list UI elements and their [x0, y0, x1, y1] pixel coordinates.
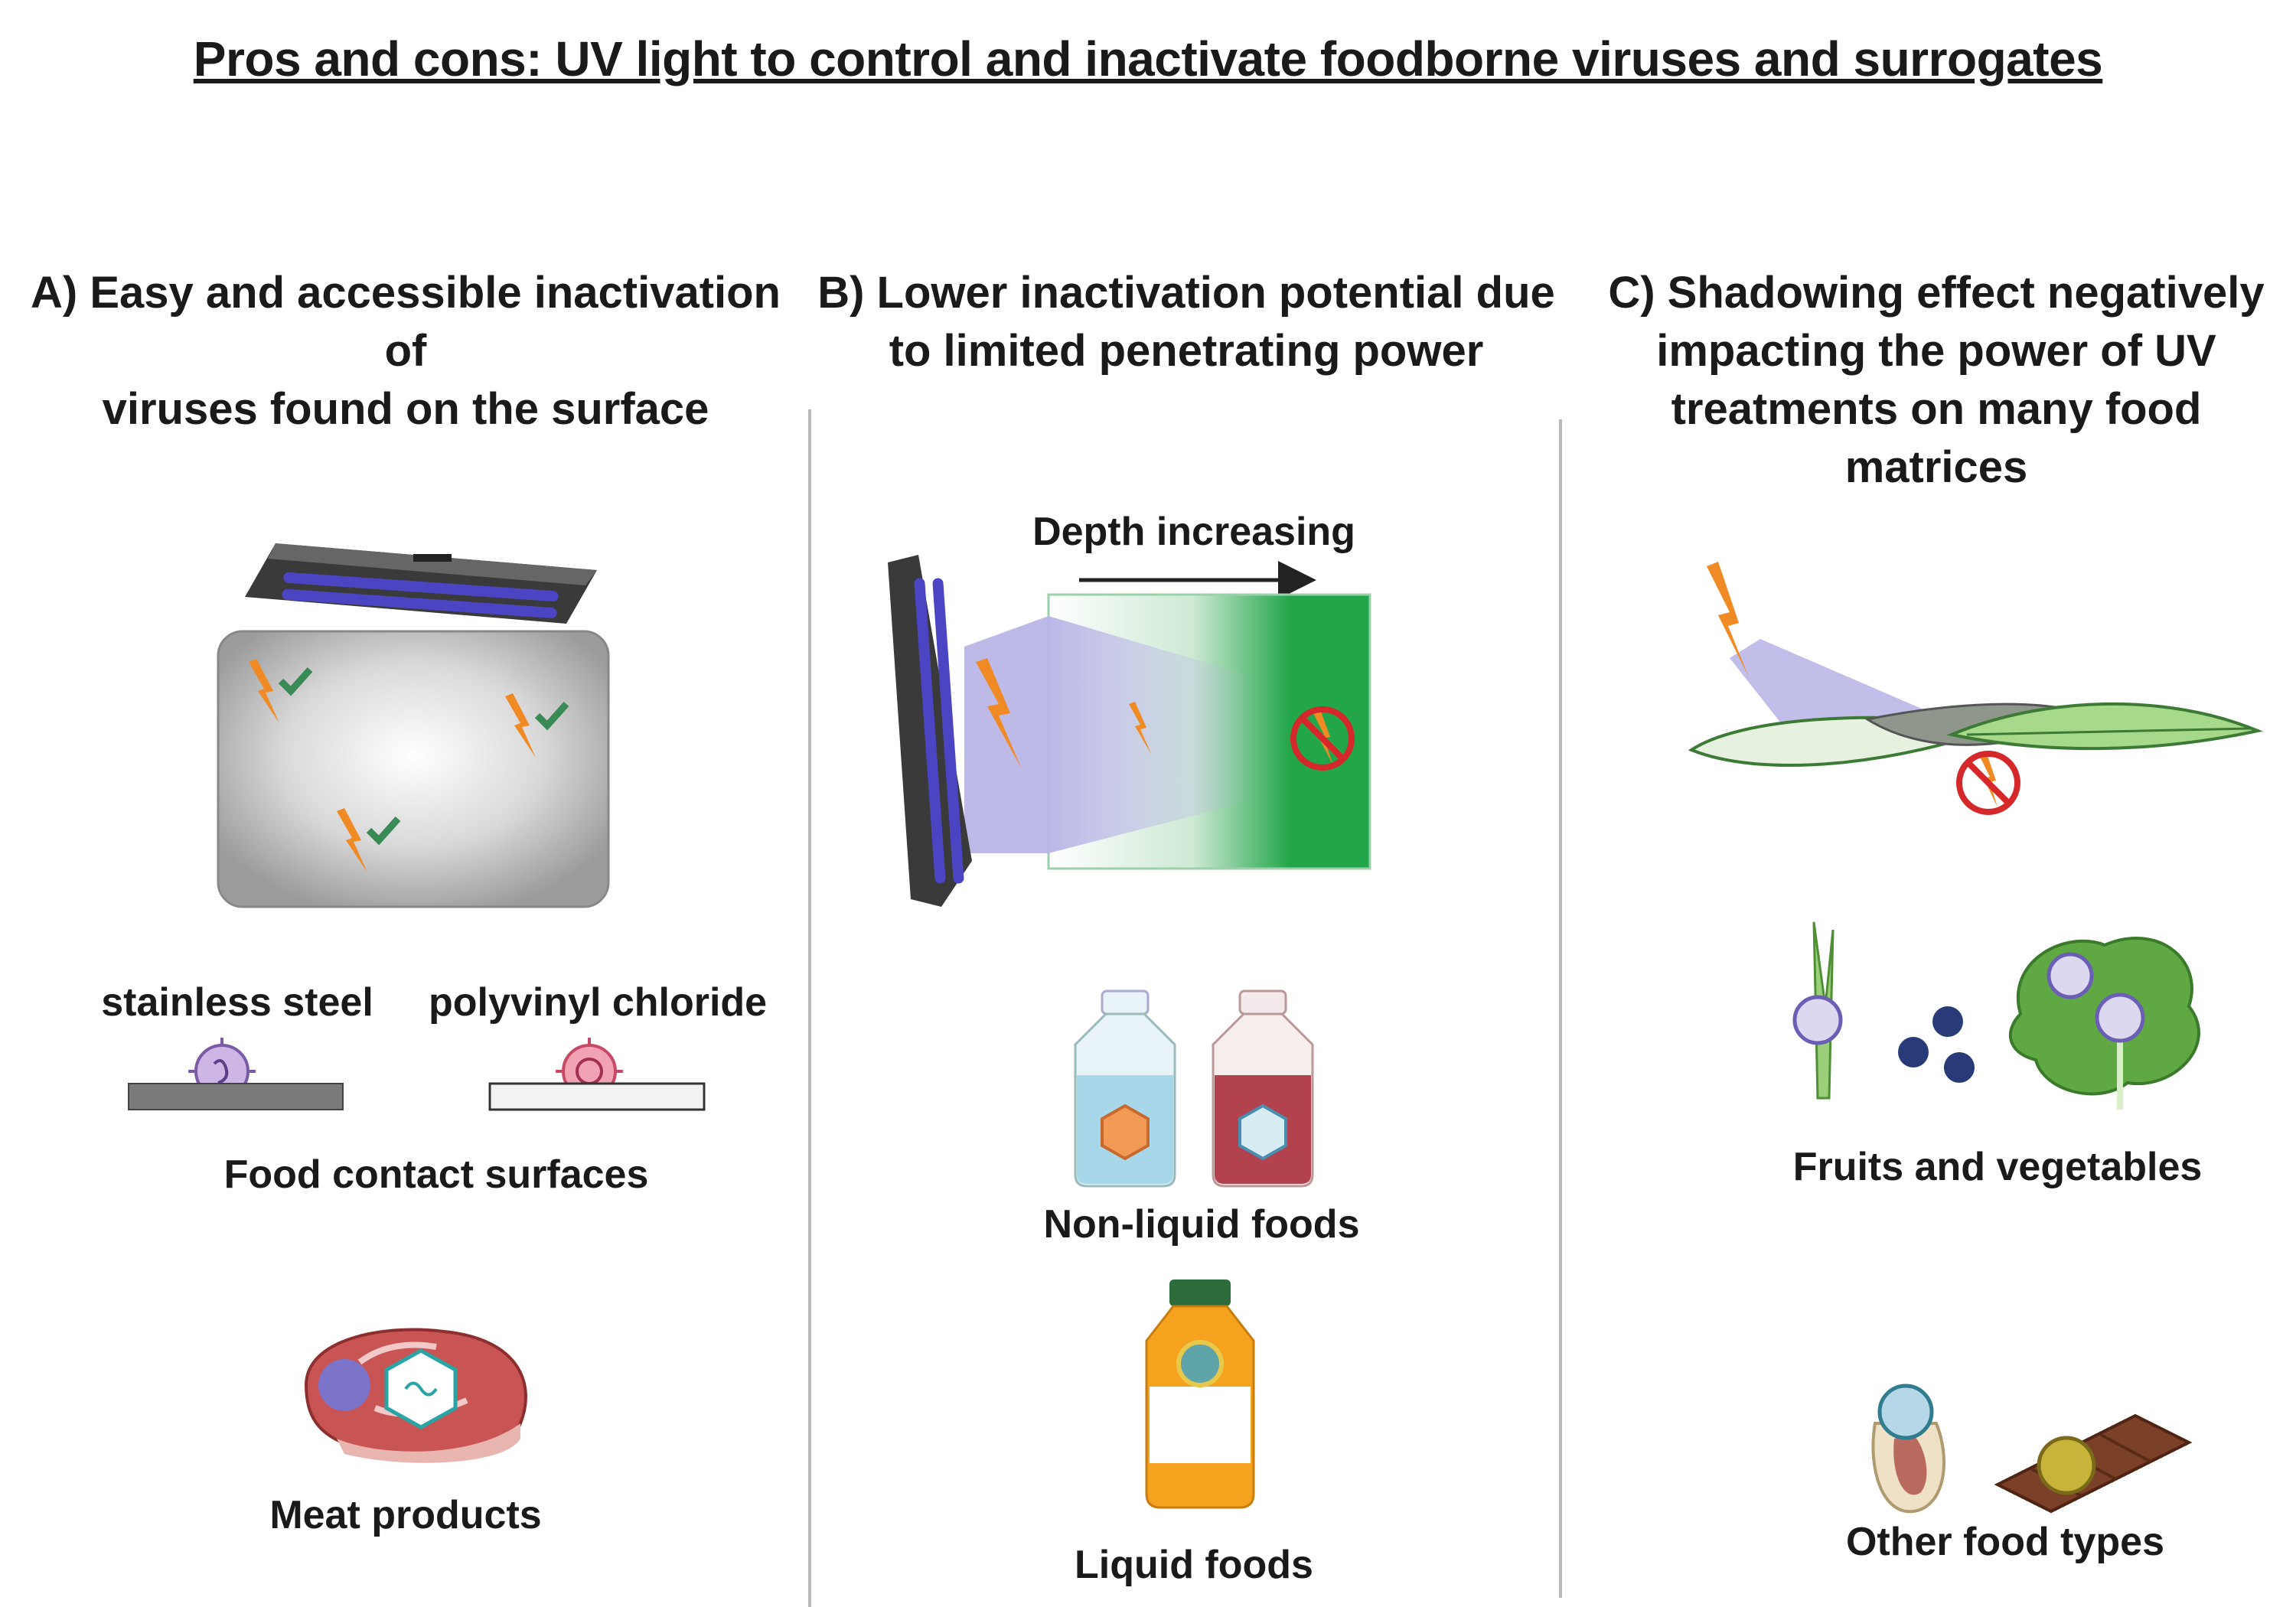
blueberry [1944, 1052, 1975, 1083]
stainless-steel-label: stainless steel [101, 980, 373, 1025]
shadowing-illustration [1688, 562, 2263, 815]
penetration-depth-illustration [888, 555, 1371, 907]
divider-right [1559, 419, 1562, 1598]
non-liquid-foods-label: Non-liquid foods [1043, 1202, 1360, 1247]
panel-c-heading-line4: matrices [1844, 442, 2028, 492]
virus-icon [318, 1359, 370, 1411]
uv-bolt-check-icon [337, 808, 401, 872]
uv-bolt-icon [1129, 702, 1152, 755]
fruits-and-vegetables-label: Fruits and vegetables [1792, 1145, 2203, 1189]
panel-c-heading-line3: treatments on many food [1671, 384, 2202, 434]
uv-beam [1730, 639, 1929, 731]
uv-lamp-icon [888, 555, 972, 907]
divider-left [808, 409, 811, 1607]
uv-bolt-icon [1707, 562, 1749, 677]
blueberry [1932, 1006, 1963, 1037]
liquid-foods-illustration [1145, 1279, 1255, 1509]
uv-lamp-icon [245, 543, 597, 624]
food-contact-surfaces-label: Food contact surfaces [223, 1152, 649, 1197]
panel-c-heading: C) Shadowing effect negatively impacting… [1584, 264, 2288, 497]
panel-b-heading: B) Lower inactivation potential due to l… [811, 264, 1561, 380]
virus-icon [1101, 1103, 1150, 1161]
steel-surface [217, 630, 610, 908]
pvc-strip [488, 1082, 706, 1111]
panel-a-heading-line2: viruses found on the surface [102, 384, 709, 434]
virus-icon [2037, 1436, 2096, 1495]
virus-icon [1792, 995, 1843, 1045]
meat-products-illustration [304, 1328, 527, 1463]
panel-a-surface-illustration [217, 543, 610, 908]
other-food-types-illustration [1871, 1384, 2193, 1514]
virus-icon [2047, 952, 2094, 999]
non-liquid-foods-illustration [1074, 989, 1314, 1188]
virus-icon [1877, 1384, 1934, 1440]
stainless-steel-strip [128, 1083, 344, 1110]
panel-c-heading-line2: impacting the power of UV [1656, 326, 2216, 376]
panel-b-heading-line1: B) Lower inactivation potential due [817, 268, 1555, 318]
liquid-foods-label: Liquid foods [1075, 1543, 1313, 1587]
blueberry [1898, 1037, 1929, 1068]
panel-a-heading-line1: A) Easy and accessible inactivation of [31, 268, 781, 376]
virus-icon [1176, 1340, 1224, 1387]
food-contact-surfaces-illustration [128, 1038, 706, 1111]
uv-bolt-check-icon [505, 693, 569, 758]
uv-bolt-icon [976, 658, 1022, 769]
other-food-types-label: Other food types [1845, 1520, 2165, 1564]
panel-b-heading-line2: to limited penetrating power [889, 326, 1484, 376]
panel-c-heading-line1: C) Shadowing effect negatively [1608, 268, 2265, 318]
fruits-and-vegetables-illustration [1792, 921, 2200, 1110]
leaf [1946, 702, 2263, 751]
panel-a-heading: A) Easy and accessible inactivation of v… [8, 264, 804, 438]
meat-products-label: Meat products [269, 1493, 542, 1537]
virus-icon [2095, 993, 2145, 1043]
no-uv-sign-icon [1290, 706, 1355, 771]
page-title: Pros and cons: UV light to control and i… [193, 31, 2103, 86]
polyvinyl-chloride-label: polyvinyl chloride [429, 980, 768, 1025]
virus-icon [1238, 1103, 1287, 1161]
uv-bolt-check-icon [249, 659, 313, 723]
no-uv-sign-icon [1956, 751, 2020, 815]
depth-increasing-label: Depth increasing [1032, 510, 1355, 554]
